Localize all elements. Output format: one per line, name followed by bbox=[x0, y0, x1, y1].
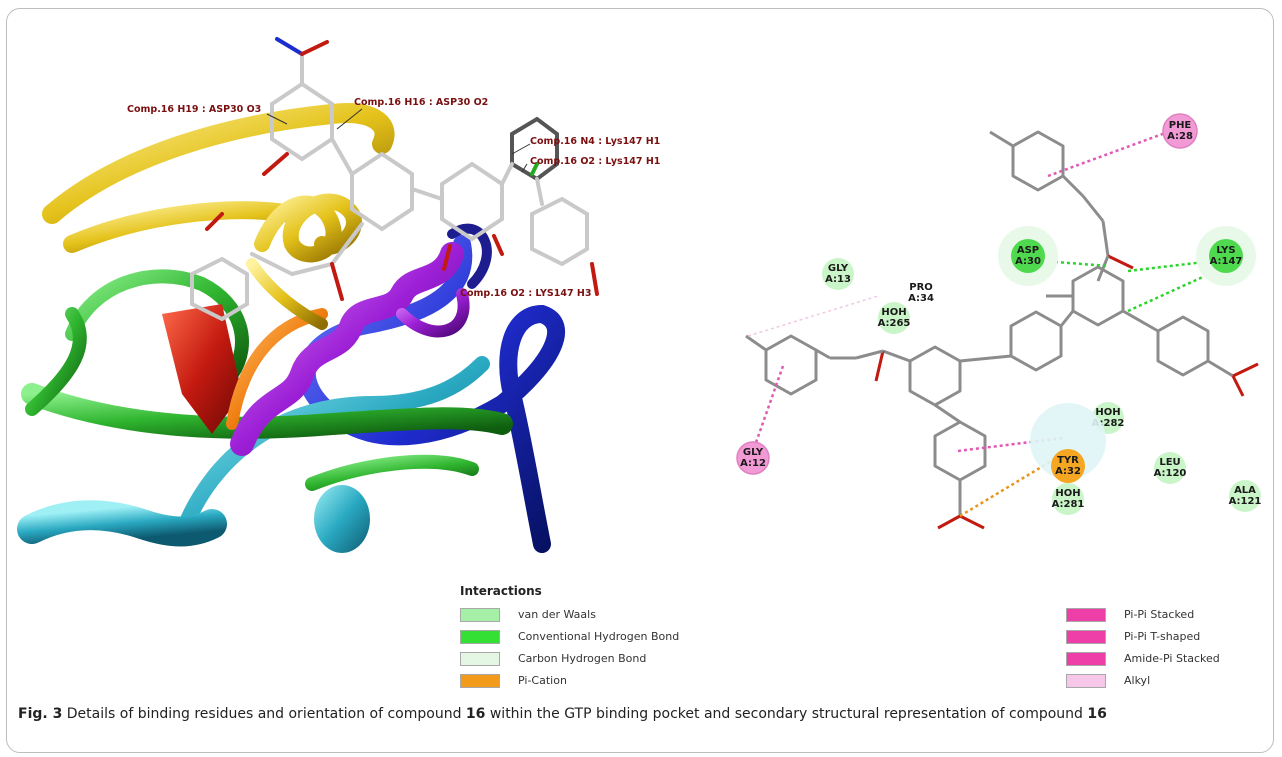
legend-swatch bbox=[460, 630, 500, 644]
hbond-leader-lines bbox=[266, 108, 531, 173]
hbond-label-1: Comp.16 H19 : ASP30 O3 bbox=[127, 104, 261, 115]
residue-nodes: PHE A:28 ASP A:30 LYS A:147 GLY A:13 PRO… bbox=[736, 113, 1262, 515]
svg-text:A:30: A:30 bbox=[1015, 256, 1041, 267]
legend-label: Alkyl bbox=[1124, 674, 1151, 687]
svg-text:A:282: A:282 bbox=[1092, 418, 1125, 429]
ligand-2d-skeleton bbox=[745, 130, 1259, 530]
cyan-strand bbox=[174, 356, 490, 542]
yellow-helix bbox=[254, 193, 362, 263]
legend-swatch bbox=[460, 674, 500, 688]
purple-loop bbox=[396, 288, 470, 338]
legend-label: Pi-Cation bbox=[518, 674, 567, 687]
ligand-sticks bbox=[190, 37, 599, 322]
svg-text:A:120: A:120 bbox=[1154, 468, 1187, 479]
residue-phe-28 bbox=[1162, 113, 1198, 149]
svg-text:A:28: A:28 bbox=[1167, 131, 1193, 142]
green-sheet bbox=[21, 383, 513, 439]
yellow-sheet-2 bbox=[63, 201, 301, 253]
legend-swatch bbox=[460, 608, 500, 622]
svg-text:LEU: LEU bbox=[1159, 457, 1180, 468]
legend-label: Pi-Pi Stacked bbox=[1124, 608, 1195, 621]
svg-text:GLY: GLY bbox=[743, 447, 764, 458]
svg-text:HOH: HOH bbox=[1055, 488, 1080, 499]
svg-text:A:34: A:34 bbox=[908, 293, 934, 304]
hbond-label-2: Comp.16 H16 : ASP30 O2 bbox=[354, 97, 488, 108]
legend-swatch bbox=[1066, 652, 1106, 666]
residue-pro-34 bbox=[906, 277, 936, 307]
legend-label: Conventional Hydrogen Bond bbox=[518, 630, 680, 643]
svg-text:TYR: TYR bbox=[1057, 455, 1079, 466]
legend-title: Interactions bbox=[460, 584, 542, 598]
svg-text:A:13: A:13 bbox=[825, 274, 851, 285]
legend-label: Pi-Pi T-shaped bbox=[1124, 630, 1201, 643]
hbond-label-5: Comp.16 O2 : LYS147 H3 bbox=[460, 288, 591, 299]
svg-text:HOH: HOH bbox=[881, 307, 906, 318]
yellow-strand bbox=[246, 258, 328, 330]
residue-gly-13 bbox=[822, 258, 854, 290]
svg-text:A:265: A:265 bbox=[878, 318, 911, 329]
ribbon-3d-panel: Comp.16 H19 : ASP30 O3 Comp.16 H16 : ASP… bbox=[17, 37, 660, 553]
svg-text:PRO: PRO bbox=[909, 282, 933, 293]
residue-lys-147 bbox=[1209, 239, 1243, 273]
legend-swatch bbox=[1066, 630, 1106, 644]
caption-figure-number: Fig. 3 bbox=[18, 706, 63, 722]
cyan-helix-bottom bbox=[17, 500, 227, 547]
svg-text:HOH: HOH bbox=[1095, 407, 1120, 418]
caption-compound-1: 16 bbox=[465, 706, 486, 722]
svg-text:A:32: A:32 bbox=[1055, 466, 1081, 477]
green-strand-3 bbox=[305, 454, 479, 491]
green-strand-2 bbox=[25, 307, 87, 416]
svg-text:ALA: ALA bbox=[1234, 485, 1256, 496]
svg-text:A:12: A:12 bbox=[740, 458, 766, 469]
figure-caption: Fig. 3 Details of binding residues and o… bbox=[18, 704, 1258, 724]
interaction-lines bbox=[747, 130, 1217, 518]
residue-asp-30 bbox=[1011, 239, 1045, 273]
ligand-heteroatoms bbox=[205, 152, 539, 271]
hbond-label-3: Comp.16 N4 : Lys147 H1 bbox=[530, 136, 660, 147]
caption-compound-2: 16 bbox=[1087, 706, 1107, 722]
svg-text:A:121: A:121 bbox=[1229, 496, 1262, 507]
legend-swatch bbox=[1066, 608, 1106, 622]
svg-text:GLY: GLY bbox=[828, 263, 849, 274]
residue-tyr-32 bbox=[1051, 449, 1085, 483]
residue-leu-120 bbox=[1154, 452, 1186, 484]
purple-helix bbox=[230, 242, 464, 456]
caption-text-2: within the GTP binding pocket and second… bbox=[485, 706, 1088, 722]
red-sheet bbox=[162, 304, 242, 434]
cyan-helix-coil bbox=[314, 485, 370, 553]
interaction-2d-panel: PHE A:28 ASP A:30 LYS A:147 GLY A:13 PRO… bbox=[736, 113, 1262, 530]
caption-text-1: Details of binding residues and orientat… bbox=[62, 706, 466, 722]
svg-text:LYS: LYS bbox=[1216, 245, 1235, 256]
residue-hoh-265 bbox=[878, 302, 910, 334]
figure-frame bbox=[6, 8, 1274, 753]
legend-label: Carbon Hydrogen Bond bbox=[518, 652, 647, 665]
legend-swatch bbox=[1066, 674, 1106, 688]
hbond-label-4: Comp.16 O2 : Lys147 H1 bbox=[530, 156, 660, 167]
legend-label: van der Waals bbox=[518, 608, 596, 621]
svg-text:A:281: A:281 bbox=[1052, 499, 1085, 510]
svg-text:PHE: PHE bbox=[1169, 120, 1192, 131]
residue-hoh-281 bbox=[1052, 483, 1084, 515]
residue-ala-121 bbox=[1229, 480, 1261, 512]
legend-label: Amide-Pi Stacked bbox=[1124, 652, 1220, 665]
svg-text:A:147: A:147 bbox=[1210, 256, 1243, 267]
svg-text:ASP: ASP bbox=[1017, 245, 1039, 256]
green-loop bbox=[65, 269, 249, 381]
interactions-legend: Interactions van der Waals Conventional … bbox=[460, 584, 1260, 694]
legend-swatch bbox=[460, 652, 500, 666]
residue-gly-12 bbox=[736, 441, 770, 475]
